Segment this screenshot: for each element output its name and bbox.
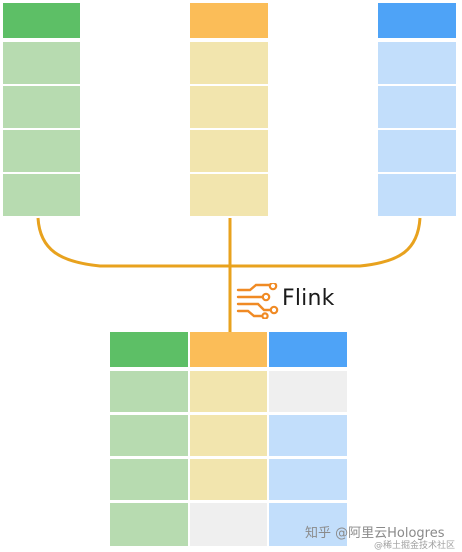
- wide-cell-empty: [190, 503, 267, 546]
- wide-header-blue: [269, 332, 347, 367]
- green-source-row: [3, 84, 80, 128]
- watermark-text: 知乎 @阿里云Hologres: [305, 526, 445, 541]
- wide-cell-blue: [269, 415, 347, 456]
- green-source-row: [3, 40, 80, 84]
- wide-cell-orange: [190, 415, 267, 456]
- orange-source-row: [190, 172, 268, 216]
- wide-cell-green: [110, 459, 188, 500]
- wide-cell-green: [110, 503, 188, 546]
- orange-source-header: [190, 3, 268, 38]
- watermark-subtext: @稀土掘金技术社区: [374, 541, 456, 551]
- wide-table: [110, 332, 348, 550]
- wide-cell-orange: [190, 371, 267, 412]
- orange-source-row: [190, 84, 268, 128]
- orange-source-row: [190, 128, 268, 172]
- wide-header-orange: [190, 332, 267, 367]
- flink-icon: [236, 283, 279, 319]
- wide-cell-green: [110, 371, 188, 412]
- blue-source-row: [378, 172, 456, 216]
- green-source-row: [3, 128, 80, 172]
- wide-cell-green: [110, 415, 188, 456]
- blue-source-row: [378, 128, 456, 172]
- wide-header-green: [110, 332, 188, 367]
- wide-cell-empty: [269, 371, 347, 412]
- wide-cell-blue: [269, 459, 347, 500]
- wide-cell-orange: [190, 459, 267, 500]
- wide-cell-blue: [269, 503, 347, 546]
- green-source-row: [3, 172, 80, 216]
- orange-source-row: [190, 40, 268, 84]
- blue-source-header: [378, 3, 456, 38]
- flink-label: Flink: [282, 286, 335, 311]
- blue-source-row: [378, 40, 456, 84]
- blue-source-row: [378, 84, 456, 128]
- green-source-header: [3, 3, 80, 38]
